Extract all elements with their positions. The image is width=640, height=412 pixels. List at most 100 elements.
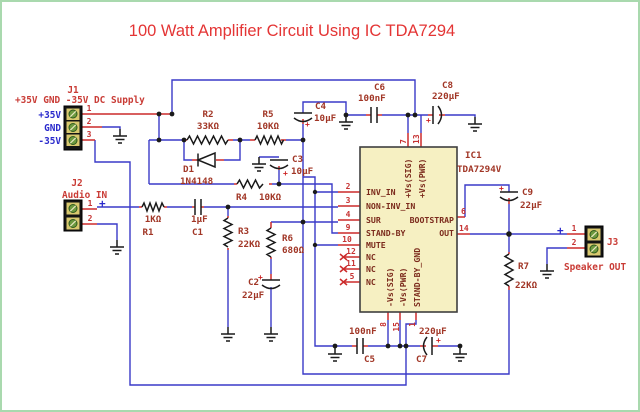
no-connect-icon bbox=[339, 253, 348, 286]
c7-value: 220µF bbox=[419, 326, 447, 337]
j2-ref: J2 bbox=[71, 178, 82, 189]
j1-ref: J1 bbox=[67, 85, 79, 96]
ground-symbols bbox=[110, 115, 554, 362]
c5-ref: C5 bbox=[364, 354, 375, 365]
j1-pin3-num: 3 bbox=[87, 130, 92, 139]
d1-ref: D1 bbox=[183, 164, 195, 175]
ic1-pin-num-2: 2 bbox=[346, 182, 351, 191]
c2-ref: C2 bbox=[248, 277, 259, 288]
r3-ref: R3 bbox=[238, 226, 249, 237]
capacitor-c5 bbox=[356, 338, 364, 354]
capacitor-c8 bbox=[432, 105, 443, 125]
wires bbox=[94, 79, 567, 386]
c3-plus-mark: + bbox=[283, 169, 288, 178]
diode-d1 bbox=[196, 151, 216, 169]
c6-value: 100nF bbox=[358, 93, 386, 104]
resistor-r1 bbox=[141, 200, 165, 214]
ic1-pin-name-vs-sig-pos: +Vs(SIG) bbox=[403, 159, 413, 198]
r5-value: 10KΩ bbox=[257, 121, 280, 132]
ground-icon bbox=[264, 327, 278, 342]
c1-ref: C1 bbox=[192, 227, 204, 238]
ic1-pin-name-noninv: NON-INV_IN bbox=[366, 201, 415, 211]
c9-value: 22µF bbox=[520, 200, 542, 211]
c8-value: 220µF bbox=[432, 91, 460, 102]
r7-value: 22KΩ bbox=[515, 280, 538, 291]
c4-value: 10µF bbox=[314, 113, 336, 124]
r2-value: 33KΩ bbox=[197, 121, 220, 132]
resistor-r6 bbox=[265, 227, 277, 258]
c3-value: 10µF bbox=[291, 166, 313, 177]
r4-value: 10KΩ bbox=[259, 192, 282, 203]
capacitor-c9 bbox=[499, 191, 519, 202]
ic1-pin-name-bootstrap: BOOTSTRAP bbox=[410, 215, 454, 225]
page-title: 100 Watt Amplifier Circuit Using IC TDA7… bbox=[129, 22, 455, 40]
ground-icon bbox=[328, 346, 342, 362]
c7-plus-mark: + bbox=[436, 336, 441, 345]
ground-icon bbox=[113, 129, 127, 144]
c2-plus-mark: + bbox=[258, 273, 263, 282]
ic1-pin-num-8: 8 bbox=[379, 322, 388, 327]
c9-plus-mark: + bbox=[499, 184, 504, 193]
r7-ref: R7 bbox=[518, 261, 529, 272]
c8-ref: C8 bbox=[442, 80, 453, 91]
ic1-pin-num-4: 4 bbox=[346, 210, 351, 219]
ic1-pin-num-7: 7 bbox=[399, 139, 408, 144]
j2-pin1-num: 1 bbox=[88, 199, 93, 208]
r6-value: 680Ω bbox=[282, 245, 305, 256]
c9-ref: C9 bbox=[522, 187, 533, 198]
ground-icon bbox=[221, 327, 235, 342]
connector-j3 bbox=[584, 225, 604, 258]
resistor-r7 bbox=[503, 253, 515, 287]
ic1-pin-num-1: 1 bbox=[408, 322, 417, 327]
connector-j1 bbox=[63, 105, 83, 151]
resistor-r2 bbox=[186, 134, 229, 146]
ic1-pin-name-vs-sig-neg: -Vs(SIG) bbox=[385, 268, 395, 307]
j1-rail-plus35: +35V bbox=[38, 110, 61, 121]
r4-ref: R4 bbox=[236, 192, 248, 203]
r6-ref: R6 bbox=[282, 233, 294, 244]
c1-value: 1µF bbox=[191, 214, 208, 225]
j3-plus-mark: + bbox=[557, 224, 564, 237]
ic1-pin-name-vs-pwr-pos: +Vs(PWR) bbox=[417, 159, 427, 198]
c7-ref: C7 bbox=[416, 354, 427, 365]
capacitor-c3 bbox=[269, 159, 289, 170]
ic1-pin-num-10: 10 bbox=[342, 235, 352, 244]
capacitor-c2 bbox=[261, 279, 281, 290]
c2-value: 22µF bbox=[242, 290, 264, 301]
junction-dots bbox=[156, 111, 512, 349]
ic1-pin-num-12: 12 bbox=[346, 247, 356, 256]
ic1-ref: IC1 bbox=[465, 150, 482, 161]
connector-j2 bbox=[63, 199, 83, 232]
j1-rail-minus35: -35V bbox=[38, 136, 61, 147]
ground-icon bbox=[453, 346, 467, 362]
ic1-pin-num-15: 15 bbox=[392, 322, 401, 332]
ic1-pin-name-inv: INV_IN bbox=[366, 187, 396, 197]
j3-ref: J3 bbox=[607, 237, 619, 248]
ic1-pin-name-nc3: NC bbox=[366, 277, 376, 287]
c6-ref: C6 bbox=[374, 82, 386, 93]
c5-value: 100nF bbox=[349, 326, 377, 337]
ground-icon bbox=[110, 240, 124, 255]
j2-desc: Audio IN bbox=[62, 190, 108, 201]
c4-plus-mark: + bbox=[305, 120, 310, 129]
ic1-pin-name-standby-gnd: STAND-BY_GND bbox=[412, 248, 422, 307]
ic-tda7294 bbox=[359, 146, 458, 313]
ic1-pin-num-13: 13 bbox=[412, 134, 421, 144]
ic1-part: TDA7294V bbox=[457, 164, 502, 175]
ic1-pin-num-3: 3 bbox=[346, 196, 351, 205]
c4-ref: C4 bbox=[315, 101, 327, 112]
ic1-pin-name-standby: STAND-BY bbox=[366, 228, 406, 238]
j1-rail-gnd: GND bbox=[44, 123, 61, 134]
ic1-pin-name-sur: SUR bbox=[366, 215, 381, 225]
ic1-pin-num-9: 9 bbox=[346, 223, 351, 232]
resistor-r5 bbox=[254, 134, 285, 146]
capacitor-c1 bbox=[194, 199, 202, 215]
r5-ref: R5 bbox=[262, 109, 273, 120]
j1-desc: +35V GND -35V DC Supply bbox=[15, 95, 145, 106]
d1-value: 1N4148 bbox=[180, 176, 213, 187]
ic1-pin-name-nc1: NC bbox=[366, 252, 376, 262]
ic1-pin-name-vs-pwr-neg: -Vs(PWR) bbox=[398, 268, 408, 307]
j2-pin2-num: 2 bbox=[88, 214, 93, 223]
r2-ref: R2 bbox=[202, 109, 213, 120]
